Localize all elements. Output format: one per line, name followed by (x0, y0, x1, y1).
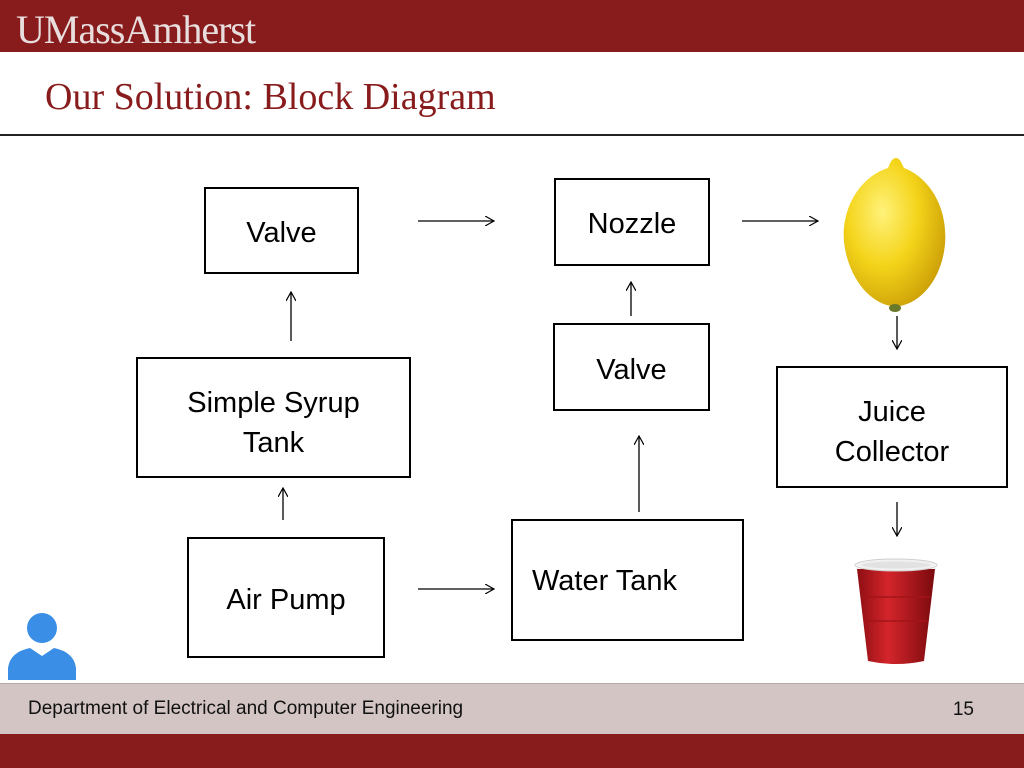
page-number: 15 (952, 699, 974, 720)
title-divider (0, 134, 1024, 136)
juice-collector-label-line2: Collector (834, 436, 950, 468)
bottom-bar (0, 734, 1024, 768)
juice-collector-label-line1: Juice (858, 396, 926, 428)
person-icon (8, 613, 76, 680)
juice-collector-block: Juice Collector (776, 366, 1008, 488)
nozzle-block: Nozzle (554, 178, 710, 266)
valve-top-block: Valve (204, 187, 359, 274)
footer-bar: Department of Electrical and Computer En… (0, 683, 1024, 734)
department-name: Department of Electrical and Computer En… (28, 698, 464, 719)
valve-top-label: Valve (246, 217, 317, 249)
lemon-icon (843, 158, 946, 312)
water-tank-label: Water Tank (532, 565, 678, 597)
simple-syrup-tank-label-line1: Simple Syrup (187, 387, 360, 419)
valve-mid-label: Valve (596, 354, 667, 386)
water-tank-block: Water Tank (511, 519, 744, 641)
slide-title: Our Solution: Block Diagram (45, 76, 496, 118)
simple-syrup-tank-block: Simple Syrup Tank (136, 357, 411, 478)
air-pump-label: Air Pump (226, 584, 346, 616)
header-bar: UMassAmherst (0, 0, 1024, 52)
nozzle-label: Nozzle (587, 208, 677, 240)
umass-amherst-logo: UMassAmherst (16, 7, 256, 52)
valve-mid-block: Valve (553, 323, 710, 411)
simple-syrup-tank-label-line2: Tank (242, 427, 305, 459)
red-cup-icon (854, 558, 938, 664)
air-pump-block: Air Pump (187, 537, 385, 658)
